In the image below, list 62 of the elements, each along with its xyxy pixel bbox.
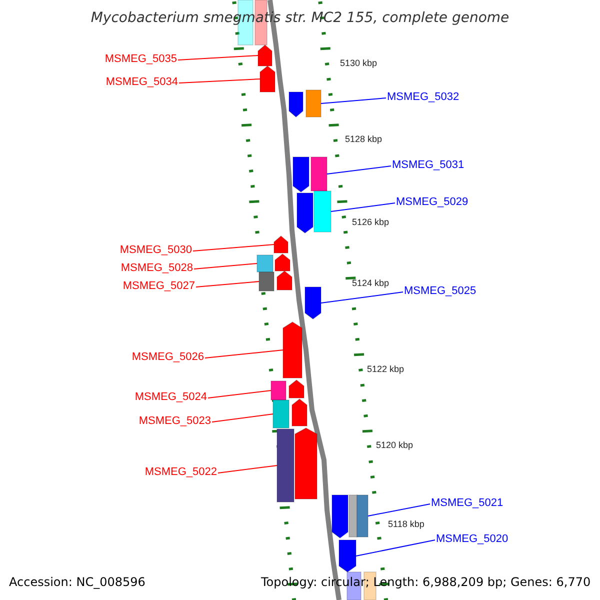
leader-line	[192, 244, 274, 252]
gene-label: MSMEG_5026	[132, 352, 204, 363]
gene-bar	[258, 44, 272, 66]
gene-label: MSMEG_5030	[120, 245, 192, 256]
gene-label: MSMEG_5024	[134, 392, 207, 403]
gene-bar	[258, 272, 274, 292]
gene-bar	[270, 380, 286, 400]
leader-line	[330, 202, 396, 212]
gene-bar	[296, 192, 314, 234]
scale-label: 5128 kbp	[345, 134, 382, 144]
scale-label: 5126 kbp	[352, 218, 390, 226]
leader-line	[320, 98, 386, 104]
leader-line	[368, 504, 430, 516]
gene-bar	[292, 156, 310, 193]
gene-bar	[272, 400, 290, 428]
gene-bar	[292, 398, 308, 426]
scale-label: 5130 kbp	[340, 58, 378, 68]
gene-label: MSMEG_5028	[120, 263, 193, 274]
gene-label: MSMEG_5029	[396, 197, 468, 208]
accession-text: Accession: NC_008596	[9, 576, 146, 588]
leader-line	[196, 281, 260, 288]
leader-line	[178, 55, 258, 60]
gene-label: MSMEG_5025	[404, 286, 476, 297]
gene-label: MSMEG_5035	[104, 54, 177, 65]
scale-label: 5124 kbp	[352, 278, 390, 288]
genome-info-text: Topology: circular; Length: 6,988,209 bp; Genes: 6,770	[261, 576, 591, 588]
leader-line	[326, 166, 392, 174]
leader-line	[178, 78, 260, 84]
gene-label: MSMEG_5034	[106, 77, 178, 88]
gene-bar	[288, 92, 304, 118]
gene-bar	[314, 190, 332, 232]
gene-label: MSMEG_5022	[144, 467, 217, 478]
gene-label: MSMEG_5032	[387, 92, 460, 103]
leader-line	[218, 465, 278, 474]
gene-label: MSMEG_5021	[431, 498, 504, 509]
gene-label: MSMEG_5023	[138, 416, 211, 427]
gene-bar	[276, 270, 292, 290]
leader-line	[320, 292, 404, 304]
gene-bar	[310, 156, 328, 192]
gene-bar	[306, 90, 322, 118]
gene-bar	[338, 540, 356, 573]
gene-bar	[260, 65, 276, 92]
leader-line	[194, 263, 258, 270]
gene-bar	[332, 494, 348, 539]
gene-bar	[256, 254, 274, 272]
gene-bar	[304, 286, 322, 320]
gene-bar	[276, 428, 294, 502]
scale-label: 5120 kbp	[376, 440, 414, 450]
scale-label: 5118 kbp	[388, 520, 424, 528]
gene-label: MSMEG_5020	[436, 534, 508, 545]
gene-bar	[274, 235, 288, 254]
gene-label: MSMEG_5031	[392, 160, 464, 171]
gene-bar	[274, 253, 290, 272]
gene-label: MSMEG_5027	[122, 281, 195, 292]
gene-bar	[348, 494, 358, 538]
leader-line	[212, 414, 274, 422]
leader-line	[204, 350, 284, 358]
leader-line	[356, 540, 436, 556]
gene-bar	[356, 494, 368, 538]
scale-label: 5122 kbp	[367, 364, 404, 374]
gene-bar	[288, 379, 304, 398]
leader-line	[208, 390, 272, 398]
